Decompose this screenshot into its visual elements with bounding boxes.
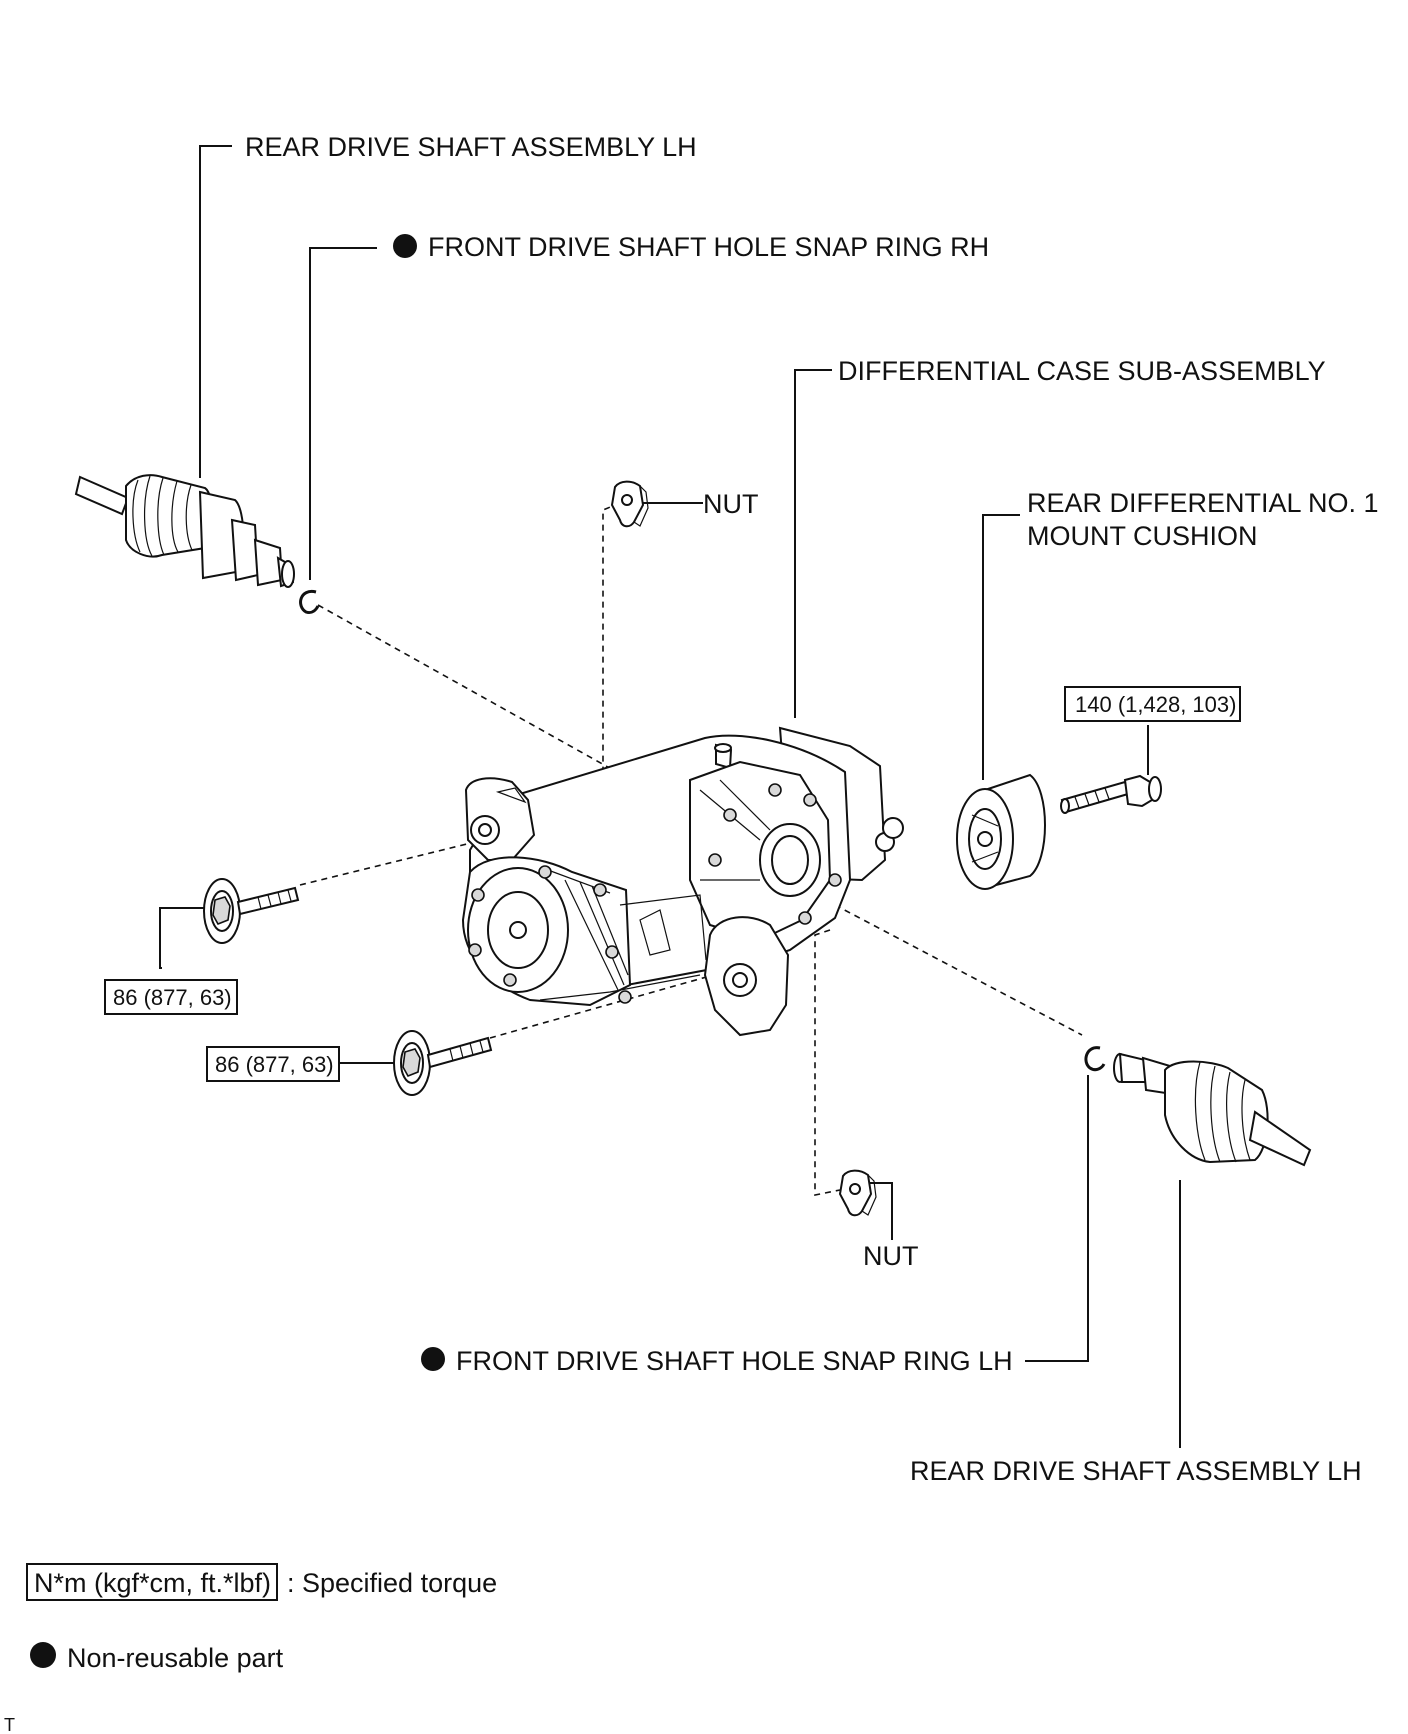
bolt-left-lower: [393, 1030, 493, 1096]
legend-torque-desc: : Specified torque: [287, 1568, 497, 1598]
torque-left-bolt-lower-value: 86 (877, 63): [215, 1052, 334, 1077]
legend: N*m (kgf*cm, ft.*lbf) : Specified torque…: [26, 1563, 497, 1673]
leader-lines: [159, 145, 1181, 1448]
label-rear-drive-shaft-bottom: REAR DRIVE SHAFT ASSEMBLY LH: [910, 1456, 1362, 1486]
differential-case: [461, 726, 904, 1037]
label-nut-bottom: NUT: [863, 1241, 919, 1271]
snap-ring-lh: [1084, 1046, 1106, 1072]
corner-mark: T: [4, 1715, 15, 1734]
assembly-lines: [299, 502, 1083, 1196]
rear-drive-shaft-left: [74, 474, 295, 588]
rear-differential-mount-cushion: [956, 773, 1046, 890]
rear-drive-shaft-right: [1113, 1052, 1312, 1167]
non-reusable-bullet-rh: [393, 234, 417, 258]
snap-ring-rh: [299, 589, 320, 614]
torque-box-left-bolt-upper: 86 (877, 63): [104, 979, 238, 1015]
label-rear-drive-shaft-top: REAR DRIVE SHAFT ASSEMBLY LH: [245, 132, 697, 162]
legend-torque-unit: N*m (kgf*cm, ft.*lbf): [34, 1568, 271, 1598]
label-differential-case: DIFFERENTIAL CASE SUB-ASSEMBLY: [838, 356, 1326, 386]
nut-bottom: [838, 1169, 877, 1217]
label-snap-ring-rh: FRONT DRIVE SHAFT HOLE SNAP RING RH: [428, 232, 989, 262]
torque-box-cushion-bolt: 140 (1,428, 103): [1064, 686, 1241, 722]
bolt-left-upper: [203, 878, 300, 944]
label-mount-cushion-line2: MOUNT CUSHION: [1027, 521, 1258, 551]
legend-non-reusable: Non-reusable part: [67, 1643, 284, 1673]
nut-top: [610, 480, 649, 528]
label-mount-cushion-line1: REAR DIFFERENTIAL NO. 1: [1027, 488, 1379, 518]
label-snap-ring-lh: FRONT DRIVE SHAFT HOLE SNAP RING LH: [456, 1346, 1013, 1376]
label-nut-top: NUT: [703, 489, 759, 519]
non-reusable-bullet-lh: [421, 1347, 445, 1371]
torque-box-left-bolt-lower: 86 (877, 63): [206, 1046, 340, 1082]
torque-left-bolt-upper-value: 86 (877, 63): [113, 985, 232, 1010]
torque-cushion-bolt-value: 140 (1,428, 103): [1075, 692, 1236, 717]
cushion-bolt: [1060, 774, 1162, 814]
legend-bullet-icon: [30, 1642, 56, 1668]
